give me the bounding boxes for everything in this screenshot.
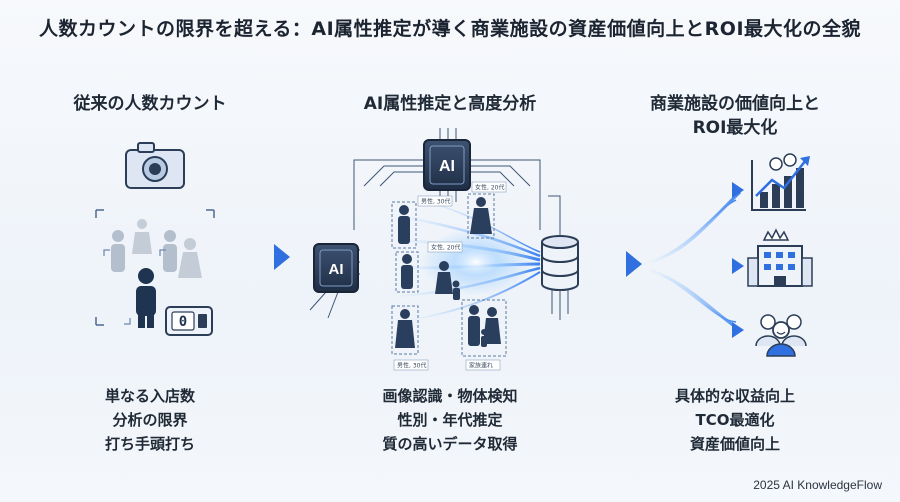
counter-icon: 0: [165, 306, 213, 336]
person-tag: 男性, 30代: [421, 198, 450, 206]
col3-heading: 商業施設の価値向上と ROI最大化: [615, 92, 855, 140]
growth-chart-icon: [751, 153, 810, 211]
database-icon: [541, 195, 579, 320]
chip-label-left: AI: [329, 261, 344, 278]
col2-desc-line-1: 画像認識・物体検知: [382, 387, 518, 405]
ai-chip-icon: AI: [313, 243, 359, 293]
person-tag: 女性, 20代: [475, 184, 504, 192]
detected-people: 男性, 30代 女性, 20代 女性, 20代 男性, 30代 家族: [391, 181, 507, 371]
col2-heading-line: AI属性推定と高度分析: [363, 94, 537, 114]
col3-description: 具体的な収益向上 TCO最適化 資産価値向上: [615, 384, 855, 456]
camera-icon: [125, 142, 185, 189]
col3-heading-line-1: 商業施設の価値向上と: [650, 94, 820, 114]
circuit-traces: [309, 128, 541, 319]
col1-desc-line-1: 単なる入店数: [104, 387, 195, 405]
person-tag: 男性, 30代: [397, 362, 426, 370]
col2-desc-line-3: 質の高いデータ取得: [382, 435, 518, 453]
page-title: 人数カウントの限界を超える：AI属性推定が導く商業施設の資産価値向上とROI最大…: [38, 18, 862, 40]
col2-heading: AI属性推定と高度分析: [330, 92, 570, 116]
building-icon: [747, 228, 813, 287]
people-icon: [95, 209, 215, 328]
person-tag: 女性, 20代: [431, 244, 460, 252]
col1-description: 単なる入店数 分析の限界 打ち手頭打ち: [40, 384, 260, 456]
col3-desc-line-2: TCO最適化: [695, 411, 775, 429]
fan-out-streams: [649, 182, 744, 338]
counter-display: 0: [179, 314, 187, 330]
arrow-right-icon: [588, 251, 642, 277]
customers-icon: [755, 314, 807, 357]
credit-text: 2025 AI KnowledgeFlow: [753, 478, 882, 492]
ai-chip-icon: AI: [423, 139, 471, 191]
col3-heading-line-2: ROI最大化: [692, 118, 778, 138]
arrow-right-icon: [232, 244, 290, 270]
col1-heading: 従来の人数カウント: [40, 92, 260, 116]
col2-desc-line-2: 性別・年代推定: [397, 411, 503, 429]
col3-desc-line-3: 資産価値向上: [689, 435, 780, 453]
col1-heading-line: 従来の人数カウント: [73, 94, 227, 114]
chip-label-top: AI: [439, 158, 455, 175]
col1-desc-line-2: 分析の限界: [112, 411, 188, 429]
col3-desc-line-1: 具体的な収益向上: [674, 387, 795, 405]
person-tag: 家族連れ: [469, 362, 493, 370]
col1-desc-line-3: 打ち手頭打ち: [104, 435, 195, 453]
col2-description: 画像認識・物体検知 性別・年代推定 質の高いデータ取得: [330, 384, 570, 456]
data-flow-streams: [399, 199, 541, 321]
